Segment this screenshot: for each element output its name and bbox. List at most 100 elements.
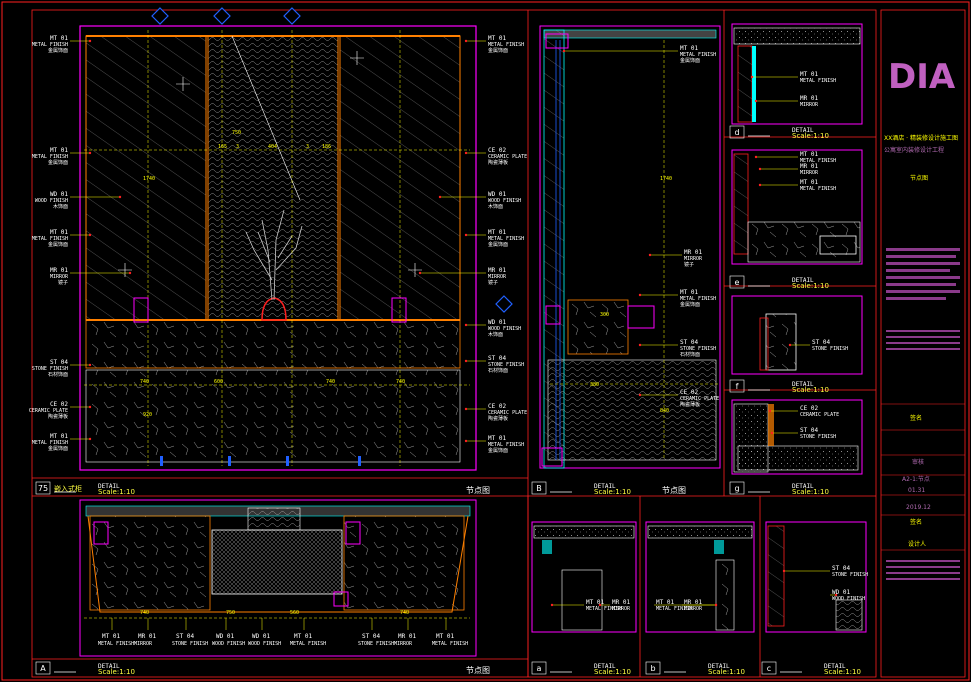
tag-code: MT 01 (800, 179, 818, 186)
tag-name-en: METAL FINISH (586, 606, 622, 612)
tag-name-cn: 木饰面 (488, 331, 503, 338)
tag-code: WD 01 (252, 633, 270, 640)
tag-leader-dot (750, 75, 754, 79)
tag-name-en: CERAMIC PLATE (680, 396, 719, 402)
tag-code: MT 01 (436, 633, 454, 640)
panel-scale: Scale:1:10 (98, 488, 135, 496)
tag-leader-dot (464, 439, 468, 443)
tag-code: ST 04 (832, 565, 850, 572)
scale-value: 01.31 (908, 487, 925, 494)
dim-sec-a: 1740 (660, 176, 672, 182)
tag-code: CE 02 (488, 403, 506, 410)
tag-leader-dot (598, 603, 602, 607)
tag-code: MT 01 (680, 45, 698, 52)
tag-code: ST 04 (50, 359, 68, 366)
tag-name-en: MIRROR (800, 170, 819, 176)
tag-code: ST 04 (812, 339, 830, 346)
tag-leader-dot (128, 271, 132, 275)
tag-name-en: STONE FINISH (800, 434, 836, 440)
tag-leader-dot (464, 359, 468, 363)
tag-name-cn: 木饰面 (53, 203, 68, 210)
tag-code: MR 01 (684, 599, 702, 606)
tag-leader-dot (754, 99, 758, 103)
tag-name-cn: 金属饰面 (680, 57, 700, 64)
tag-name-en: CERAMIC PLATE (488, 154, 527, 160)
tag-leader-dot (638, 293, 642, 297)
dim-plan-b: 750 (226, 610, 235, 616)
tag-code: MR 01 (800, 95, 818, 102)
tag-code: MT 01 (294, 633, 312, 640)
tag-code: MT 01 (800, 151, 818, 158)
panel-scale: Scale:1:10 (594, 668, 631, 676)
detail-b-drawing (645, 521, 755, 633)
tag-name-en: METAL FINISH (32, 42, 68, 48)
panel-detail-label: DETAIL (792, 277, 814, 284)
tag-leader-dot (88, 363, 92, 367)
tag-name-en: METAL FINISH (488, 236, 524, 242)
tag-name-en: METAL FINISH (800, 186, 836, 192)
tag-leader-dot (754, 155, 758, 159)
tag-code: ST 04 (680, 339, 698, 346)
tag-leader-dot (438, 195, 442, 199)
tag-name-en: MIRROR (50, 274, 69, 280)
tag-code: MT 01 (50, 433, 68, 440)
tag-name-en: METAL FINISH (488, 42, 524, 48)
tag-code: MT 01 (680, 289, 698, 296)
tag-name-cn: 石材饰面 (680, 351, 700, 358)
tag-code: MR 01 (800, 163, 818, 170)
tag-name-cn: 镜子 (684, 261, 694, 268)
tag-name-en: METAL FINISH (680, 52, 716, 58)
panel-id: b (650, 664, 655, 673)
tag-code: MT 01 (488, 435, 506, 442)
tag-code: MR 01 (488, 267, 506, 274)
tag-leader-dot (464, 407, 468, 411)
detail-c-drawing (765, 521, 867, 633)
tag-code: MT 01 (800, 71, 818, 78)
tag-code: MT 01 (488, 35, 506, 42)
tag-code: ST 04 (800, 427, 818, 434)
tag-name-en: CERAMIC PLATE (800, 412, 839, 418)
tag-name-en: METAL FINISH (32, 440, 68, 446)
project-line-1: XX酒店 · 精装修设计施工图 (884, 134, 958, 142)
tag-name-cn: 金属饰面 (488, 241, 508, 248)
dim-plan-a: 740 (140, 610, 149, 616)
tag-name-en: STONE FINISH (812, 346, 848, 352)
tag-name-en: METAL FINISH (432, 641, 468, 647)
label-sign-2: 签名 (910, 518, 922, 526)
tag-leader-dot (768, 409, 772, 413)
tag-name-cn: 金属饰面 (488, 47, 508, 54)
panel-scale: Scale:1:10 (98, 668, 135, 676)
tag-code: WD 01 (216, 633, 234, 640)
tag-leader-dot (464, 233, 468, 237)
panel-caption: 节点图 (466, 666, 490, 675)
tag-code: CE 02 (680, 389, 698, 396)
dim-height-a: 1740 (143, 176, 155, 182)
tag-name-en: METAL FINISH (290, 641, 326, 647)
tag-name-en: CERAMIC PLATE (29, 408, 68, 414)
tag-leader-dot (758, 167, 762, 171)
tag-name-en: WOOD FINISH (488, 326, 521, 332)
panel-detail-label: DETAIL (824, 663, 846, 670)
tag-name-cn: 金属饰面 (48, 159, 68, 166)
panel-scale: Scale:1:10 (792, 386, 829, 394)
title-block: DIA XX酒店 · 精装修设计施工图 公寓室内装修设计工程 节点图 签名 审核… (880, 9, 966, 678)
panel-id-box (729, 379, 745, 393)
tag-leader-dot (648, 253, 652, 257)
tag-name-cn: 金属饰面 (48, 47, 68, 54)
company-logo: DIA (888, 57, 956, 97)
tag-leader-dot (118, 195, 122, 199)
tag-code: MR 01 (50, 267, 68, 274)
panel-id-box (531, 661, 547, 675)
tag-code: MR 01 (684, 249, 702, 256)
tag-name-en: STONE FINISH (832, 572, 868, 578)
tag-code: MT 01 (50, 35, 68, 42)
tag-code: MR 01 (138, 633, 156, 640)
tag-leader-dot (638, 343, 642, 347)
panel-scale: Scale:1:10 (792, 488, 829, 496)
